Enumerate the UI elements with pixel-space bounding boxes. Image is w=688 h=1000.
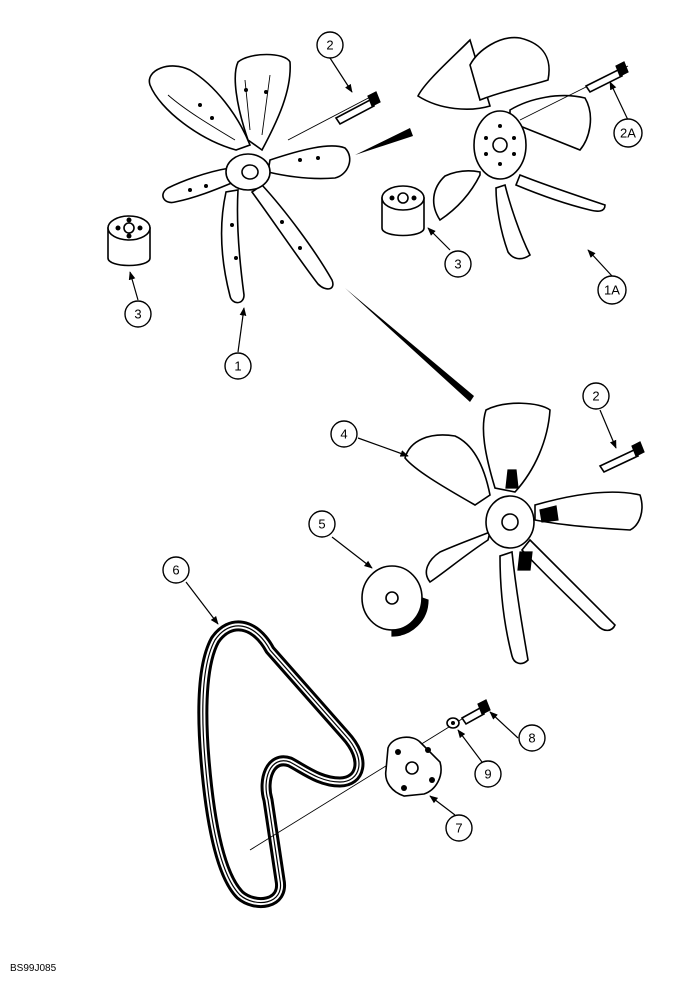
svg-text:7: 7: [455, 821, 462, 836]
svg-text:1A: 1A: [604, 283, 620, 298]
pointer-wedge-upper: [355, 128, 413, 155]
belt-6: [197, 620, 365, 908]
svg-text:2: 2: [592, 389, 599, 404]
spacer-5: [361, 565, 429, 637]
callout-3-left: 3: [124, 300, 152, 328]
svg-text:2A: 2A: [620, 126, 636, 141]
svg-text:9: 9: [484, 767, 491, 782]
leaders: [128, 57, 629, 816]
callout-1a: 1A: [597, 275, 627, 305]
bolt-2-top: [287, 91, 381, 141]
fan-1: [148, 53, 351, 304]
callout-4: 4: [330, 420, 358, 448]
spacer-3-right: [381, 185, 425, 237]
svg-text:8: 8: [528, 731, 535, 746]
svg-text:3: 3: [454, 257, 461, 272]
bolt-2-mid: [598, 441, 645, 474]
bolt-8: [460, 699, 491, 726]
fan-1a: [416, 36, 606, 260]
callout-7: 7: [445, 814, 473, 842]
pointer-wedge-lower: [345, 288, 474, 402]
callout-2-top: 2: [316, 31, 344, 59]
figure-id: BS99J085: [10, 963, 57, 974]
svg-text:2: 2: [326, 38, 333, 53]
washer-9: [446, 717, 460, 729]
spacer-3-left: [107, 215, 151, 267]
fan-4: [404, 402, 643, 665]
pulley-7: [249, 713, 471, 851]
callout-1: 1: [224, 352, 252, 380]
svg-text:6: 6: [172, 563, 179, 578]
callout-6: 6: [162, 556, 190, 584]
svg-text:5: 5: [318, 517, 325, 532]
callout-2a: 2A: [613, 118, 643, 148]
callout-3-right: 3: [444, 250, 472, 278]
svg-text:4: 4: [340, 427, 347, 442]
callout-2-mid: 2: [582, 382, 610, 410]
svg-text:3: 3: [134, 307, 141, 322]
svg-text:1: 1: [234, 359, 241, 374]
callout-5: 5: [308, 510, 336, 538]
callout-9: 9: [474, 760, 502, 788]
bolt-2a: [519, 61, 629, 121]
callout-8: 8: [518, 724, 546, 752]
